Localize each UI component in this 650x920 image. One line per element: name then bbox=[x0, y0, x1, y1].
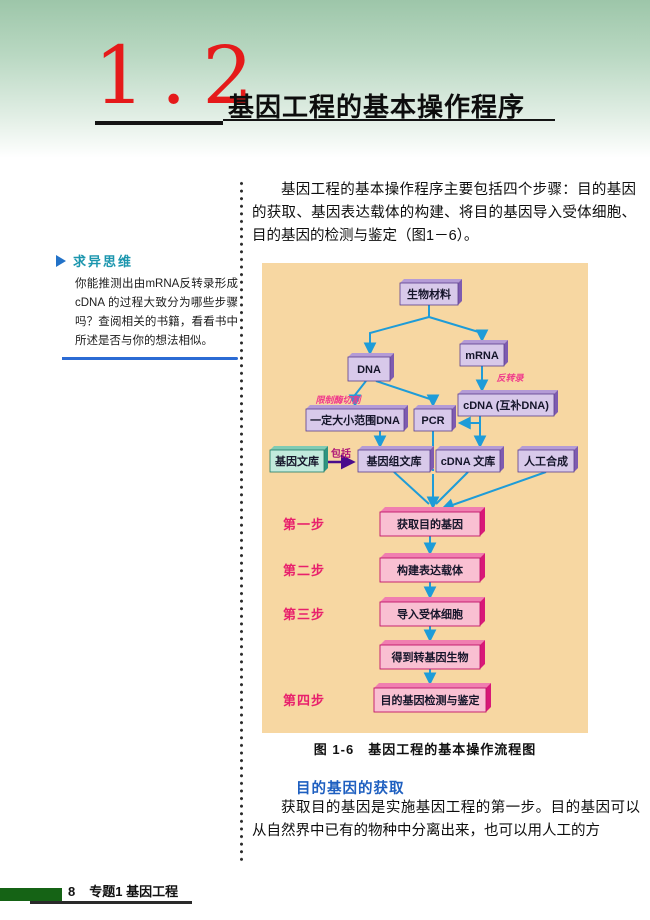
step2-label: 第二步 bbox=[283, 563, 325, 578]
step3-label: 第三步 bbox=[283, 607, 325, 622]
margin-dotted-rule bbox=[239, 180, 244, 864]
sidebar-box: 求异思维 你能推测出由mRNA反转录形成cDNA 的过程大致分为哪些步骤吗？查阅… bbox=[56, 251, 240, 360]
node-step3: 导入受体细胞 bbox=[379, 597, 485, 627]
page-title: 基因工程的基本操作程序 bbox=[228, 92, 526, 122]
node-cdna: cDNA (互补DNA) bbox=[457, 390, 558, 417]
node-step1: 获取目的基因 bbox=[379, 507, 485, 537]
node-label: 一定大小范围DNA bbox=[310, 413, 400, 427]
node-biological-material: 生物材料 bbox=[399, 279, 462, 306]
sidebar-header: 求异思维 bbox=[56, 251, 240, 270]
node-size-range-dna: 一定大小范围DNA bbox=[305, 405, 408, 432]
figure-caption: 图 1-6 基因工程的基本操作流程图 bbox=[313, 742, 537, 757]
node-label: 基因组文库 bbox=[366, 454, 422, 468]
footer: 8 专题1 基因工程 bbox=[68, 881, 178, 900]
step1-label: 第一步 bbox=[283, 517, 325, 532]
node-label: 导入受体细胞 bbox=[397, 607, 463, 621]
node-label: 人工合成 bbox=[524, 454, 568, 468]
chapter-number: 1.2 bbox=[94, 29, 270, 122]
intro-paragraph: 基因工程的基本操作程序主要包括四个步骤：目的基因的获取、基因表达载体的构建、将目… bbox=[252, 182, 636, 244]
node-label: 得到转基因生物 bbox=[391, 650, 469, 664]
edge-label-reverse-transcription: 反转录 bbox=[496, 373, 524, 383]
title-underline bbox=[223, 119, 555, 121]
sidebar-body-text: 你能推测出由mRNA反转录形成cDNA 的过程大致分为哪些步骤吗？查阅相关的书籍… bbox=[75, 278, 238, 347]
page-header: 1.2 基因工程的基本操作程序 bbox=[0, 0, 650, 158]
node-label: DNA bbox=[357, 364, 381, 376]
node-pcr: PCR bbox=[413, 405, 456, 432]
sidebar-title: 求异思维 bbox=[73, 254, 134, 269]
footer-label: 专题1 基因工程 bbox=[89, 884, 179, 899]
triangle-right-icon bbox=[56, 254, 66, 267]
node-label: 基因文库 bbox=[274, 454, 319, 468]
node-label: cDNA 文库 bbox=[441, 454, 496, 468]
flowchart-svg: 反转录 限制酶切割 包括 生物材料 DNA mRNA bbox=[269, 279, 578, 713]
step4-label: 第四步 bbox=[283, 693, 325, 708]
chapter-number-underline bbox=[95, 121, 223, 125]
flowchart-arrows bbox=[328, 305, 547, 686]
sidebar-bottom-rule bbox=[62, 357, 238, 360]
node-dna: DNA bbox=[347, 353, 394, 382]
footer-underline bbox=[30, 901, 192, 904]
footer-green-bar bbox=[0, 888, 62, 901]
node-mrna: mRNA bbox=[459, 340, 508, 367]
section-heading: 目的基因的获取 bbox=[296, 781, 405, 797]
node-genomic-library: 基因组文库 bbox=[357, 446, 434, 473]
node-artificial-synthesis: 人工合成 bbox=[517, 446, 578, 473]
edge-label-restriction-cut: 限制酶切割 bbox=[315, 395, 362, 405]
node-label: mRNA bbox=[465, 350, 499, 362]
node-label: cDNA (互补DNA) bbox=[463, 398, 549, 412]
node-transgenic-organism: 得到转基因生物 bbox=[379, 640, 485, 670]
node-label: 获取目的基因 bbox=[397, 517, 463, 531]
node-label: 生物材料 bbox=[407, 287, 451, 301]
figure-1-6-flowchart: 反转录 限制酶切割 包括 生物材料 DNA mRNA bbox=[262, 263, 588, 733]
page-number: 8 bbox=[68, 884, 76, 899]
node-label: PCR bbox=[421, 415, 444, 427]
node-label: 目的基因检测与鉴定 bbox=[381, 693, 480, 707]
node-cdna-library: cDNA 文库 bbox=[435, 446, 504, 473]
section-paragraph: 获取目的基因是实施基因工程的第一步。目的基因可以从自然界中已有的物种中分离出来，… bbox=[252, 800, 640, 839]
node-gene-library: 基因文库 bbox=[269, 446, 328, 473]
node-step2: 构建表达载体 bbox=[379, 553, 485, 583]
node-step4: 目的基因检测与鉴定 bbox=[373, 683, 491, 713]
node-label: 构建表达载体 bbox=[397, 563, 464, 577]
edge-label-includes: 包括 bbox=[331, 447, 351, 460]
